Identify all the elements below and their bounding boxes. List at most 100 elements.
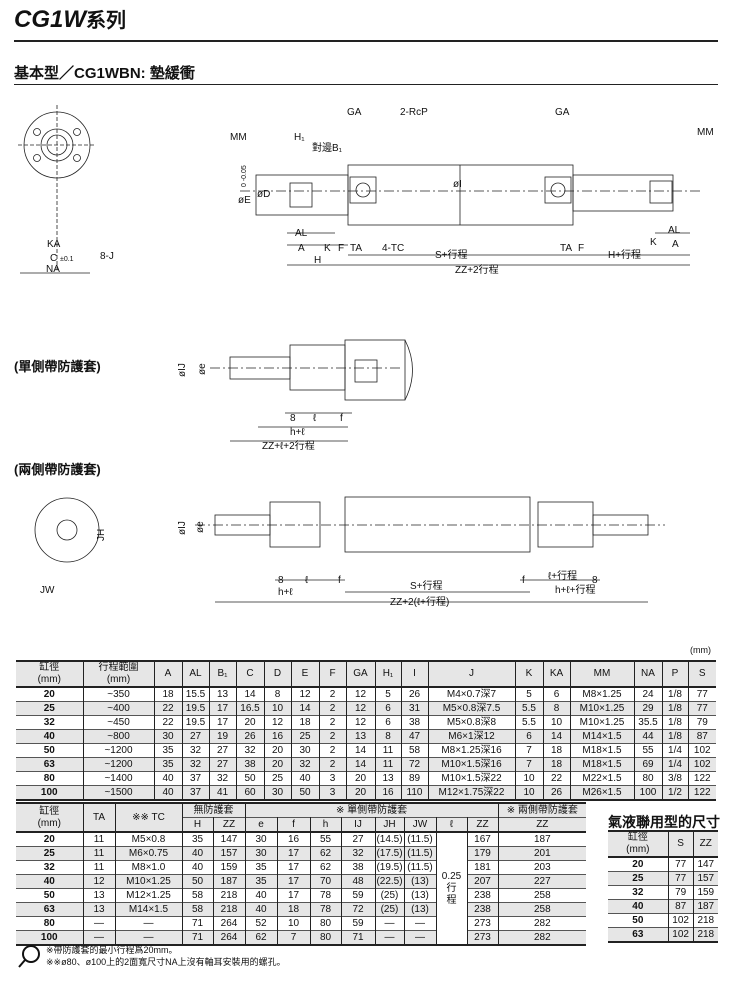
table-cell: 258: [497, 888, 587, 903]
label-f-boot: f: [340, 413, 343, 424]
label-jw: JW: [40, 585, 55, 596]
table-cell: 80: [309, 930, 342, 945]
table-cell: 1/8: [661, 729, 689, 744]
table-cell: 258: [497, 902, 587, 917]
table-cell: 15.5: [181, 687, 210, 702]
column-header: KA: [542, 661, 571, 687]
table-cell: 40: [181, 860, 214, 875]
table-cell: (11.5): [403, 832, 437, 847]
label-zz-single: ZZ+ℓ+2行程: [262, 439, 315, 452]
bore-cell: 25: [16, 701, 84, 716]
table-cell: (25): [374, 902, 405, 917]
table-cell: (19.5): [374, 860, 405, 875]
table-cell: 110: [400, 785, 429, 800]
table-cell: 14: [290, 701, 320, 716]
label-f-right-double: f: [522, 575, 525, 586]
table-cell: 72: [400, 757, 429, 772]
table-cell: 10: [276, 916, 311, 931]
table-cell: 201: [497, 846, 587, 861]
table-cell: M5×0.8深7.5: [427, 701, 516, 716]
table-cell: 218: [212, 902, 246, 917]
table-cell: 100: [633, 785, 663, 800]
bore-cell: 32: [16, 715, 84, 730]
single-boot-drawing: øIJ øe 8 ℓ f h+ℓ ZZ+ℓ+2行程: [177, 339, 413, 452]
label-h-stroke-double: h+ℓ+行程: [555, 583, 595, 596]
table-cell: 17: [208, 701, 237, 716]
table-cell: 167: [466, 832, 499, 847]
table-cell: 159: [692, 885, 718, 900]
end-view: [18, 105, 96, 274]
table-cell: 72: [340, 902, 376, 917]
column-header: MM: [569, 661, 635, 687]
dimensions-table-2: 缸徑 (mm) TA ※※ TC 無防護套 ※ 單側帶防護套 ※ 兩側帶防護套 …: [16, 802, 587, 946]
table-cell: ~400: [82, 701, 155, 716]
table-cell: 11: [374, 757, 402, 772]
table-cell: 44: [633, 729, 663, 744]
cylinder-side-view: [240, 164, 700, 266]
table-cell: 71: [181, 916, 214, 931]
column-header: I: [400, 661, 429, 687]
table-cell: 41: [208, 785, 237, 800]
table-cell: ~1200: [82, 757, 155, 772]
table-cell: (13): [403, 874, 437, 889]
table-cell: 179: [466, 846, 499, 861]
table-cell: 27: [208, 743, 237, 758]
table-cell: 16: [263, 729, 292, 744]
table-cell: 203: [497, 860, 587, 875]
label-s-double: S+行程: [410, 579, 443, 592]
table-cell: 3: [318, 785, 347, 800]
table-cell: 40: [181, 846, 214, 861]
table-cell: 227: [497, 874, 587, 889]
table-cell: 13: [345, 729, 376, 744]
table-cell: 102: [687, 757, 716, 772]
table-cell: 11: [82, 860, 116, 875]
column-header: ZZ: [466, 817, 499, 832]
table-cell: —: [82, 916, 116, 931]
table-cell: 16.5: [235, 701, 265, 716]
table-cell: 273: [466, 930, 499, 945]
table-cell: 19: [208, 729, 237, 744]
header-bore: 缸徑 (mm): [16, 803, 84, 832]
bore-cell: 20: [16, 687, 84, 702]
table-cell: 35: [244, 874, 278, 889]
label-c-tolerance: ±0.1: [60, 256, 74, 263]
label-f: F: [338, 243, 344, 254]
bore-cell: 25: [16, 846, 84, 861]
table-cell: M10×1.5深22: [427, 771, 516, 786]
series-label: 系列: [86, 10, 126, 32]
label-h-stroke: H+行程: [608, 248, 641, 261]
table-cell: 2: [318, 715, 347, 730]
table-cell: 40: [244, 902, 278, 917]
table-cell: 2: [318, 701, 347, 716]
table-cell: 3: [318, 771, 347, 786]
table-cell: 79: [687, 715, 716, 730]
table-cell: 32: [181, 757, 210, 772]
table-cell: 102: [667, 927, 694, 942]
table-cell: 13: [82, 888, 116, 903]
table-cell: ~350: [82, 687, 155, 702]
table-cell: 77: [667, 871, 694, 886]
stroke-factor-cell: 0.25 行 程: [435, 832, 468, 945]
table-cell: 1/8: [661, 715, 689, 730]
table-cell: 20: [345, 785, 376, 800]
table-cell: 35: [153, 757, 183, 772]
table-cell: 87: [687, 729, 716, 744]
table-cell: 14: [345, 743, 376, 758]
table-cell: 50: [181, 874, 214, 889]
table-cell: 7: [514, 757, 544, 772]
footnote-2: ※※ø80、ø100上的2面寬尺寸NA上沒有軸耳安裝用的螺孔。: [46, 957, 286, 967]
table-cell: 102: [687, 743, 716, 758]
label-rcp: 2-RcP: [400, 107, 428, 118]
table-cell: 16: [374, 785, 402, 800]
table-cell: 13: [208, 687, 237, 702]
table-cell: 59: [340, 888, 376, 903]
table-cell: 1/4: [661, 743, 689, 758]
label-e-boot: øe: [197, 363, 208, 375]
table-cell: 122: [687, 771, 716, 786]
